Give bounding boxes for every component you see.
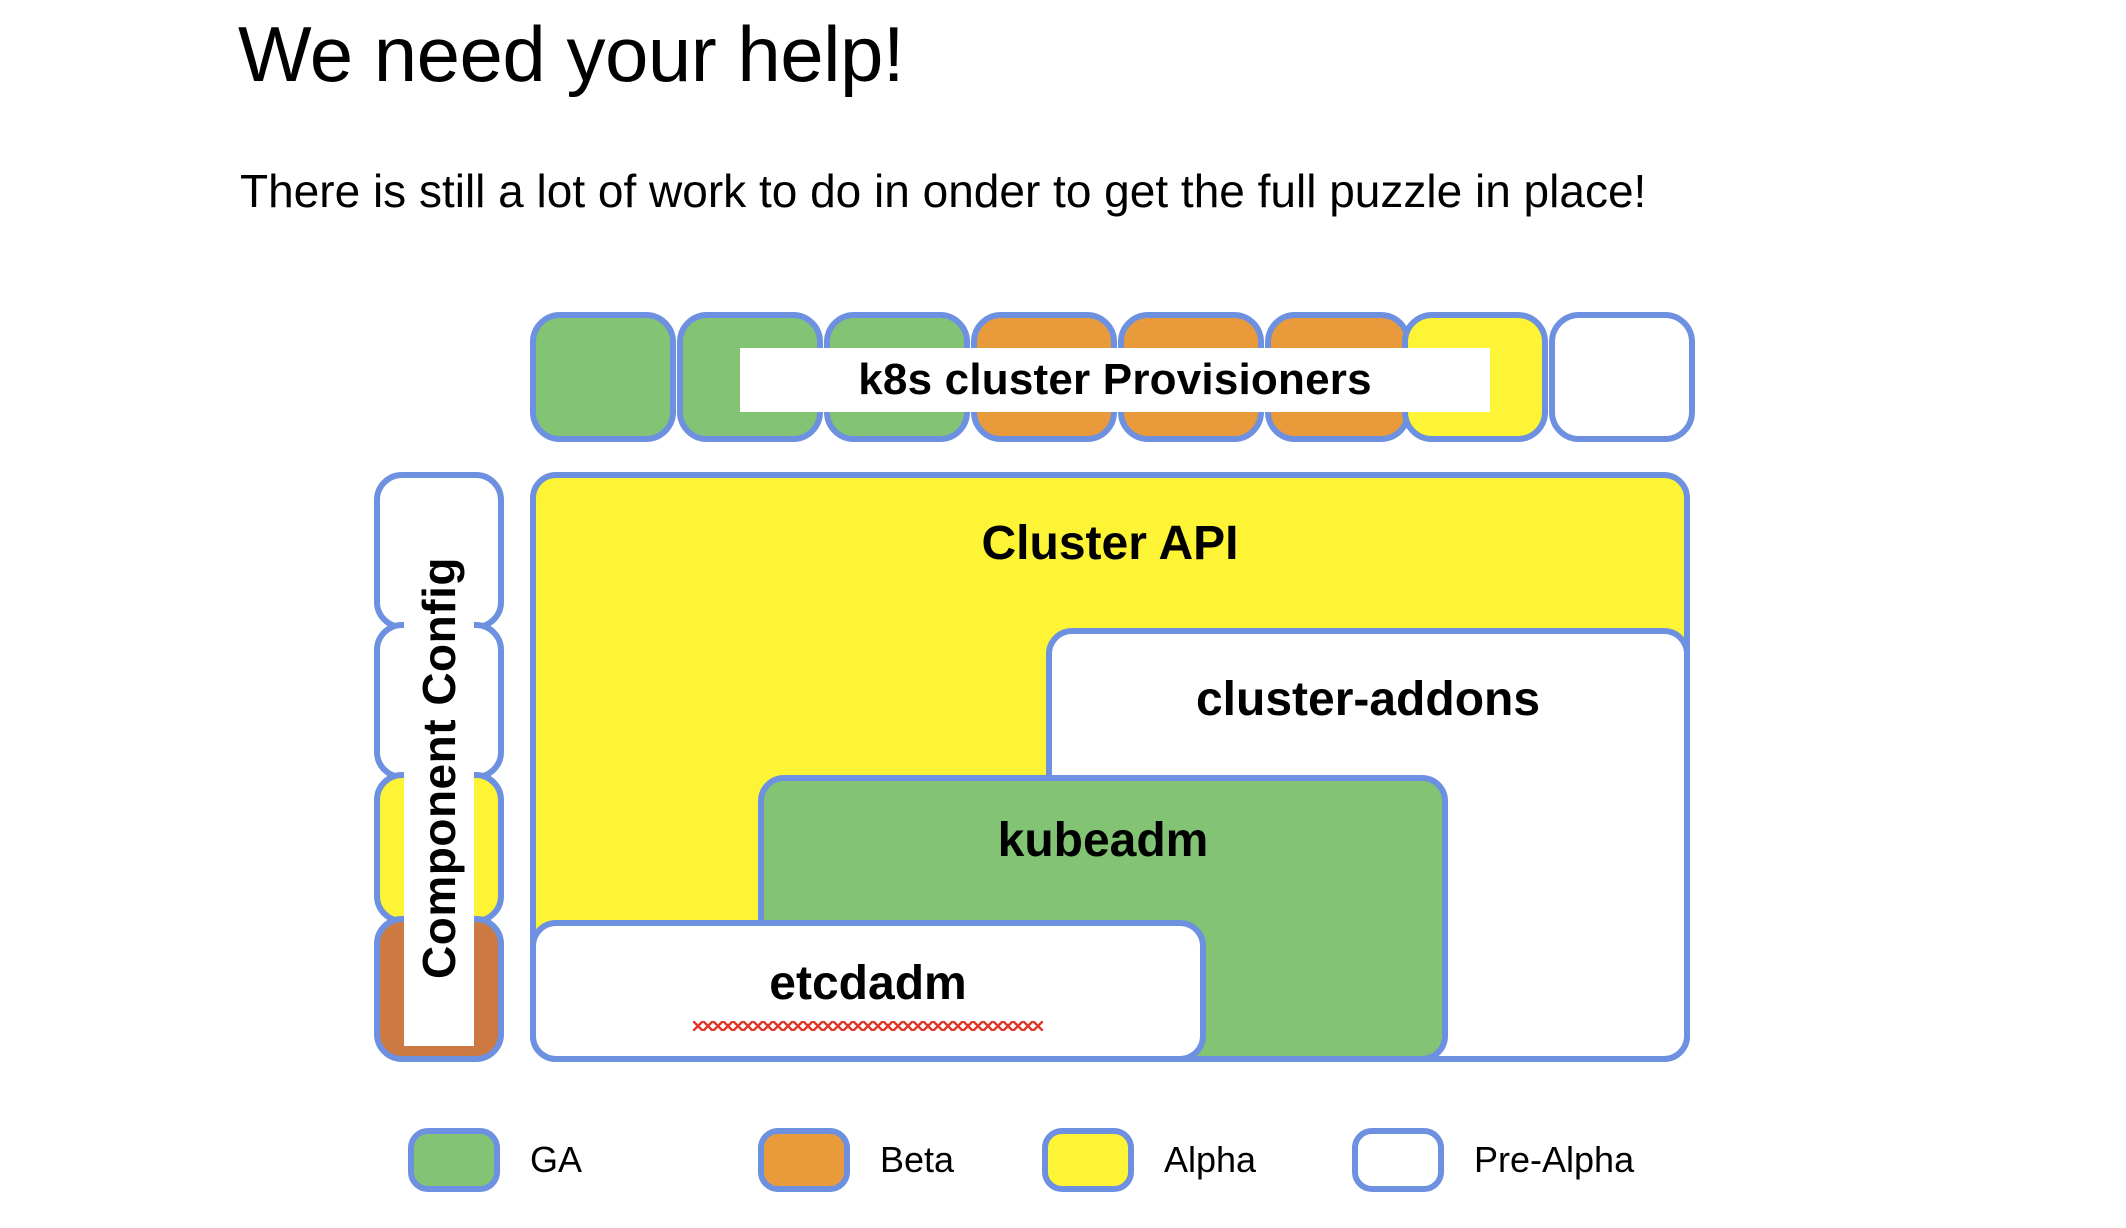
page-title: We need your help! (238, 10, 905, 98)
legend-label-ga: GA (530, 1139, 583, 1180)
cluster-addons-label: cluster-addons (1195, 673, 1541, 726)
legend-swatch-alpha (1042, 1128, 1134, 1192)
legend-label-beta: Beta (880, 1139, 955, 1180)
legend-swatch-beta (758, 1128, 850, 1192)
legend-label-alpha: Alpha (1164, 1139, 1257, 1180)
legend-swatch-prealpha (1352, 1128, 1444, 1192)
legend-item-prealpha: Pre-Alpha (1352, 1128, 1634, 1192)
provisioners-label: k8s cluster Provisioners (740, 348, 1490, 412)
kubeadm-label: kubeadm (997, 814, 1209, 867)
provisioner-tile (530, 312, 676, 442)
etcdadm-label: etcdadm (769, 957, 967, 1010)
component-config-label: Component Config (404, 490, 474, 1046)
legend-item-ga: GA (408, 1128, 582, 1192)
cluster-api-label: Cluster API (981, 517, 1239, 570)
legend-swatch-ga (408, 1128, 500, 1192)
spellcheck-squiggle-icon (693, 1021, 1043, 1031)
legend-item-beta: Beta (758, 1128, 954, 1192)
etcdadm-box: etcdadm (530, 920, 1206, 1062)
page-subtitle: There is still a lot of work to do in on… (240, 165, 1647, 217)
legend-label-prealpha: Pre-Alpha (1474, 1139, 1635, 1180)
legend-item-alpha: Alpha (1042, 1128, 1256, 1192)
component-config-label-text: Component Config (413, 557, 466, 979)
provisioner-tile (1549, 312, 1695, 442)
